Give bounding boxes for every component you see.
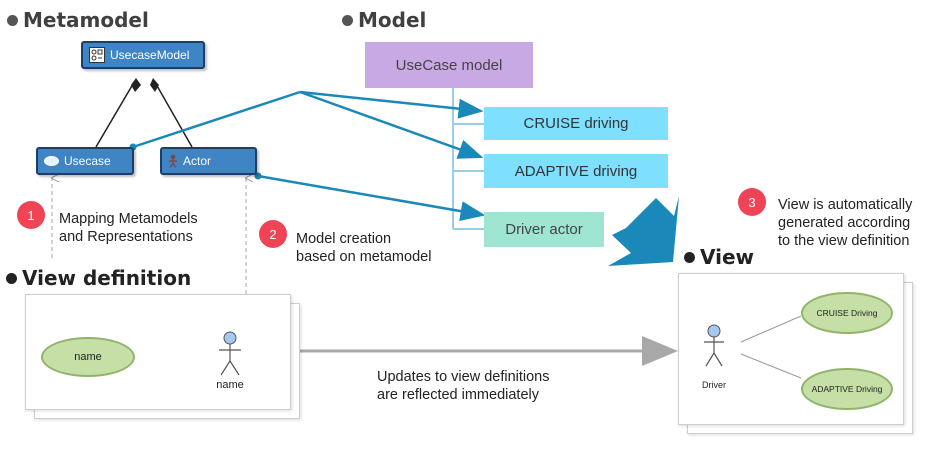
mapping-arrows	[132, 90, 486, 222]
model-item-cruise-driving[interactable]: CRUISE driving	[484, 107, 668, 140]
view-panel[interactable]: Driver CRUISE Driving ADAPTIVE Driving	[678, 273, 904, 425]
step-note-1: Mapping Metamodels and Representations	[59, 211, 198, 245]
view-definition-ellipse[interactable]: name	[41, 337, 135, 377]
ellipse-icon	[44, 156, 59, 166]
section-metamodel: Metamodel	[7, 8, 149, 32]
view-definition-actor-icon[interactable]	[216, 331, 244, 377]
bullet-icon	[684, 251, 695, 263]
view-association-lines	[740, 315, 802, 379]
metamodel-usecase[interactable]: Usecase	[36, 147, 134, 175]
view-definition-actor-label: name	[216, 379, 244, 391]
generation-arrow	[608, 196, 679, 266]
section-view: View	[684, 245, 754, 269]
update-note: Updates to view definitions are reflecte…	[377, 369, 550, 403]
view-driver-label: Driver	[702, 380, 726, 390]
step-note-2: Model creation based on metamodel	[296, 231, 432, 265]
composition-usecase	[95, 78, 141, 148]
model-item-adaptive-driving[interactable]: ADAPTIVE driving	[484, 154, 668, 188]
view-definition-panel[interactable]: name name	[25, 294, 291, 410]
view-usecase-cruise[interactable]: CRUISE Driving	[801, 292, 893, 334]
bullet-icon	[342, 14, 353, 26]
step-badge-1: 1	[17, 201, 45, 229]
step-badge-2: 2	[259, 220, 287, 248]
section-view-definition: View definition	[6, 266, 191, 290]
step-note-3: View is automatically generated accordin…	[778, 197, 913, 249]
actor-icon	[169, 154, 177, 168]
actor-mapping-dot	[254, 172, 262, 180]
metamodel-root-usecasemodel[interactable]: UsecaseModel	[81, 41, 205, 69]
composition-actor	[150, 78, 193, 148]
view-driver-actor-icon[interactable]	[701, 324, 727, 368]
bullet-icon	[7, 14, 18, 26]
section-model: Model	[342, 8, 426, 32]
model-root-usecase-model[interactable]: UseCase model	[365, 42, 533, 88]
metamodel-actor[interactable]: Actor	[160, 147, 257, 175]
bullet-icon	[6, 272, 17, 284]
model-item-driver-actor[interactable]: Driver actor	[484, 212, 604, 247]
model-tree-lines	[452, 88, 484, 230]
model-grid-icon	[89, 47, 105, 63]
step-badge-3: 3	[738, 188, 766, 216]
view-usecase-adaptive[interactable]: ADAPTIVE Driving	[801, 368, 893, 410]
